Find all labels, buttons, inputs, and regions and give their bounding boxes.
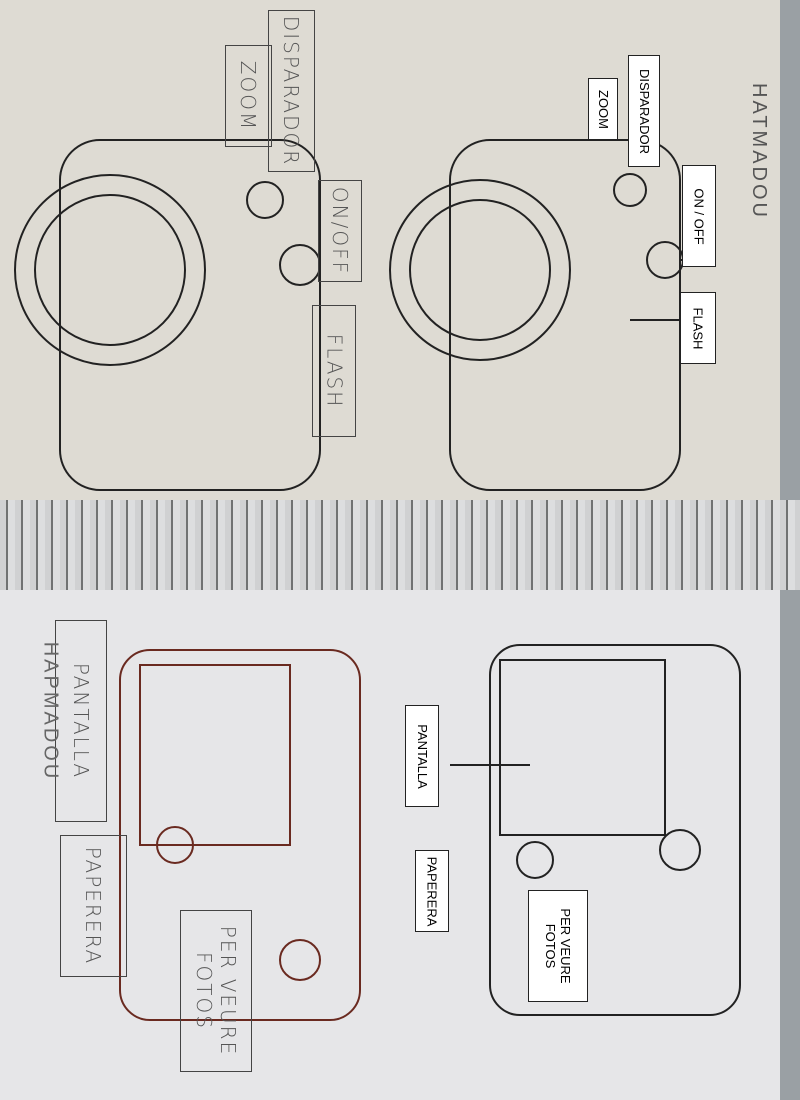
screen-right xyxy=(499,659,666,836)
label-zoom: ZOOM xyxy=(595,89,611,129)
label-disparador: DISPARADOR xyxy=(636,68,652,154)
handwritten-flash: FLASH xyxy=(322,333,346,409)
label-flash: FLASH xyxy=(690,307,706,349)
student-name: HATMADOU xyxy=(747,83,770,220)
camera-back-printed-side xyxy=(489,644,741,1016)
handwritten-paperera: PAPERERA xyxy=(81,846,106,966)
top-worksheet: HATMADOU DISPARADOR ZOOM ON / OFF FLASH … xyxy=(0,0,780,500)
handwritten-on-off: ON/OFF xyxy=(328,186,353,276)
handwritten-per-veure-fotos: PER VEURE FOTOS xyxy=(192,925,240,1057)
notebook-spiral xyxy=(0,500,800,590)
label-on-off: ON / OFF xyxy=(691,187,707,245)
label-paperera: PAPERERA xyxy=(424,856,440,926)
lens-left xyxy=(14,174,206,366)
bottom-worksheet: PANTALLA PAPERERA PER VEURE FOTOS PANTAL… xyxy=(0,590,780,1100)
handwritten-zoom: ZOOM xyxy=(236,60,261,132)
student-name-bottom: HAPMADOU xyxy=(39,641,62,782)
camera-front-drawings xyxy=(14,139,710,491)
label-per-veure-fotos: PER VEURE FOTOS xyxy=(543,908,573,984)
handwritten-disparador: DISPARADOR xyxy=(279,15,304,167)
handwritten-pantalla: PANTALLA xyxy=(69,662,94,780)
camera-back-drawings xyxy=(119,644,741,1021)
camera-body-handwritten-side xyxy=(59,139,321,491)
lens-right xyxy=(389,179,571,361)
label-pantalla: PANTALLA xyxy=(414,723,430,789)
screen-left xyxy=(139,664,291,846)
